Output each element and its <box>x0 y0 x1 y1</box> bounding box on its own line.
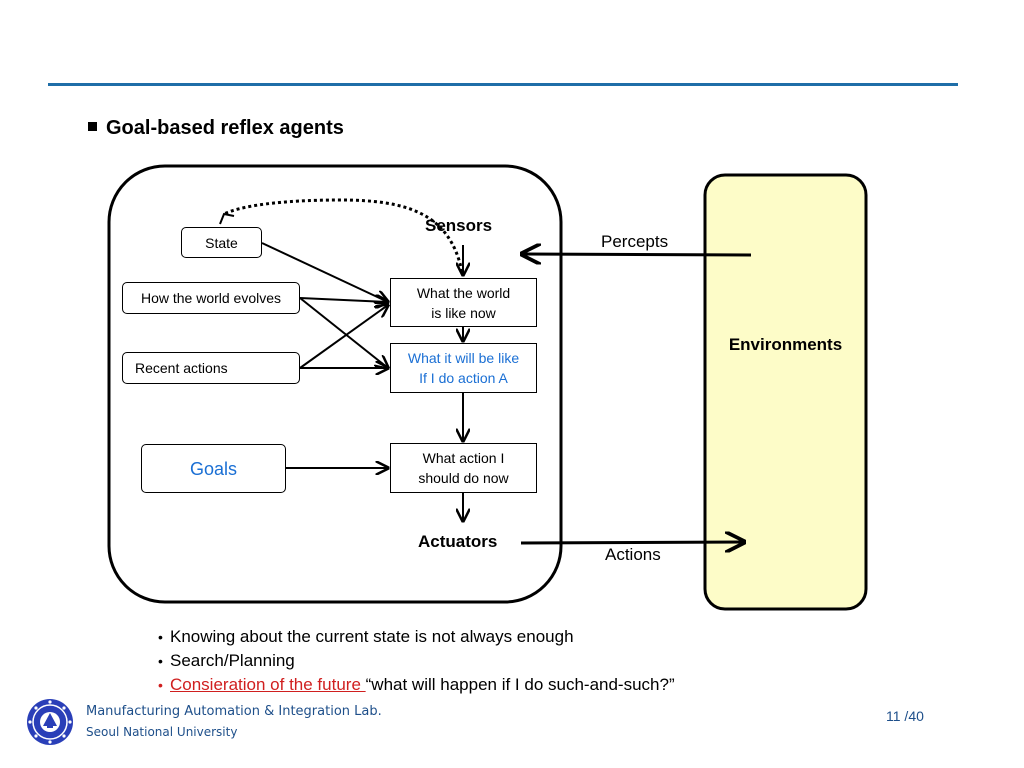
square-bullet-icon <box>88 122 97 131</box>
bullet-item: • Consieration of the future “what will … <box>158 673 675 697</box>
action-line1: What action I <box>422 450 505 466</box>
title-rule <box>48 83 958 86</box>
feedback-dotted-arrow <box>223 198 464 273</box>
world-now-box: What the world is like now <box>390 278 537 327</box>
action-box: What action I should do now <box>390 443 537 493</box>
bullet-list: • Knowing about the current state is not… <box>158 625 675 697</box>
percepts-label: Percepts <box>601 232 669 251</box>
percepts-arrow <box>522 254 752 255</box>
future-line1: What it will be like <box>407 350 520 366</box>
actions-arrow <box>520 542 744 543</box>
future-line2: If I do action A <box>419 370 508 386</box>
sensors-label: Sensors <box>425 216 493 235</box>
world-evolves-box: How the world evolves <box>122 282 300 314</box>
feedback-arrowhead <box>219 212 235 225</box>
bullet-item: • Search/Planning <box>158 649 675 673</box>
page-number: 11 /40 <box>886 708 924 724</box>
state-to-world-arrow <box>261 242 388 302</box>
agent-boundary <box>107 164 563 604</box>
evolves-to-world-arrow <box>299 298 388 302</box>
environment-box <box>703 173 868 611</box>
goals-box: Goals <box>141 444 286 493</box>
recent-to-world-arrow <box>299 305 388 369</box>
goals-label: Goals <box>189 458 238 479</box>
university-name: Seoul National University <box>86 725 238 739</box>
actuators-label: Actuators <box>418 532 498 551</box>
state-box: State <box>181 227 262 258</box>
future-box: What it will be like If I do action A <box>390 343 537 393</box>
world-evolves-label: How the world evolves <box>140 290 282 306</box>
bullet-item: • Knowing about the current state is not… <box>158 625 675 649</box>
footer-lab-info: Manufacturing Automation & Integration L… <box>86 702 382 742</box>
bullet-dot-icon: • <box>158 629 163 645</box>
recent-actions-box: Recent actions <box>122 352 300 384</box>
university-seal-icon <box>27 699 73 745</box>
future-question-text: “what will happen if I do such-and-such?… <box>365 675 675 694</box>
state-label: State <box>205 234 238 251</box>
environments-label: Environments <box>728 335 843 354</box>
bullet-dot-icon: • <box>158 677 163 693</box>
slide-heading: Goal-based reflex agents <box>88 117 344 140</box>
evolves-to-future-arrow <box>299 297 388 368</box>
bullet-dot-icon: • <box>158 653 163 669</box>
lab-name: Manufacturing Automation & Integration L… <box>86 704 382 719</box>
future-consideration-text: Consieration of the future <box>170 675 366 694</box>
action-line2: should do now <box>418 470 509 486</box>
actions-label: Actions <box>605 545 661 564</box>
recent-actions-label: Recent actions <box>135 360 228 376</box>
world-now-line2: is like now <box>431 304 496 321</box>
world-now-line1: What the world <box>416 284 511 301</box>
